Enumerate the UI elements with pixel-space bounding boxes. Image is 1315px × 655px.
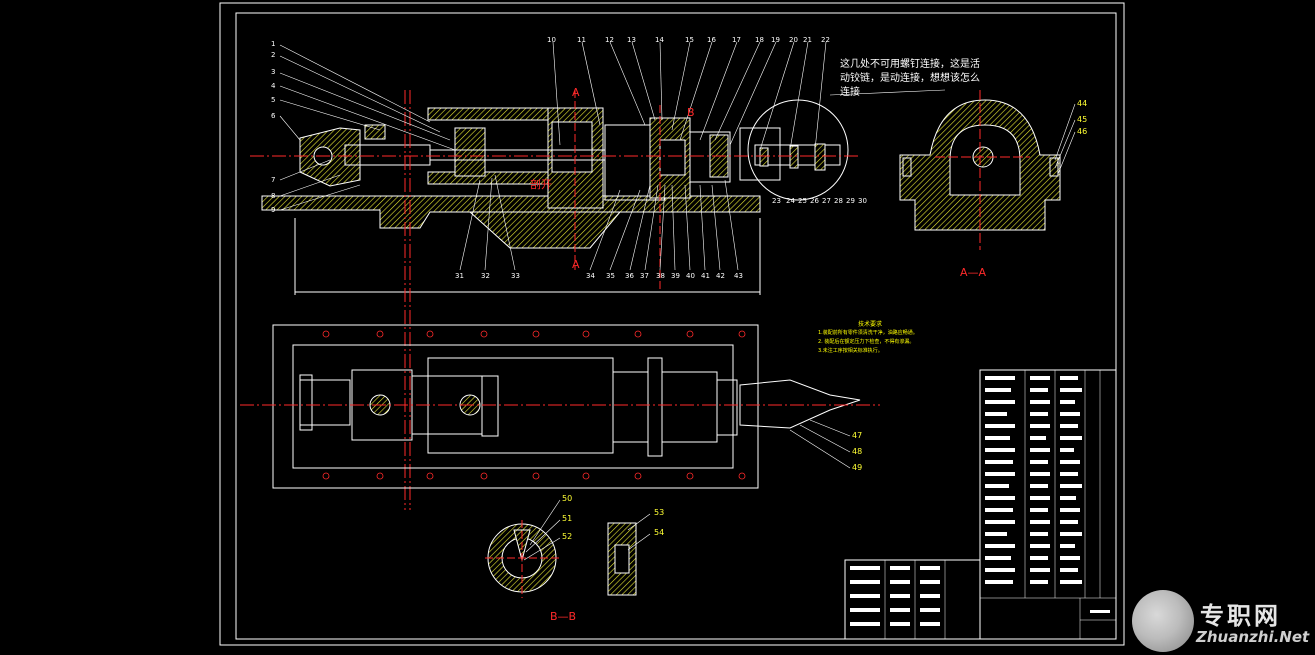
section-bb-label: B—B xyxy=(550,610,577,623)
tech-req-line: 1.装配前所有零件须清洗干净，油路应畅通。 xyxy=(818,330,918,336)
part-number: 41 xyxy=(701,272,710,280)
part-number: 24 xyxy=(786,197,795,205)
part-number: 33 xyxy=(511,272,520,280)
section-aa-view xyxy=(899,90,1076,250)
part-number: 20 xyxy=(789,36,798,44)
part-number: 16 xyxy=(707,36,716,44)
part-number: 39 xyxy=(671,272,680,280)
part-number: 29 xyxy=(846,197,855,205)
part-number: 31 xyxy=(455,272,464,280)
part-number: 36 xyxy=(625,272,634,280)
part-number: 9 xyxy=(271,206,276,214)
section-mark-b-top: B xyxy=(687,106,695,119)
part-number: 23 xyxy=(772,197,781,205)
part-number: 2 xyxy=(271,51,276,59)
part-number: 37 xyxy=(640,272,649,280)
outer-border xyxy=(219,2,1125,646)
part-number: 48 xyxy=(852,447,863,456)
part-number: 7 xyxy=(271,176,276,184)
part-number: 25 xyxy=(798,197,807,205)
part-number: 3 xyxy=(271,68,276,76)
watermark-cn: 专职网 xyxy=(1200,601,1281,630)
part-number: 40 xyxy=(686,272,695,280)
technical-requirements: 技术要求 1.装配前所有零件须清洗干净，油路应畅通。 2. 装配后在额定压力下检… xyxy=(818,320,968,356)
watermark-en: Zhuanzhi.Net xyxy=(1196,628,1310,646)
tech-req-line: 2. 装配后在额定压力下检查，不得有渗漏。 xyxy=(818,339,915,345)
part-number: 30 xyxy=(858,197,867,205)
section-mark-a-top: A xyxy=(572,86,580,99)
part-number: 46 xyxy=(1077,127,1088,136)
part-number: 28 xyxy=(834,197,843,205)
part-number: 45 xyxy=(1077,115,1088,124)
part-number: 14 xyxy=(655,36,664,44)
plan-view xyxy=(240,324,880,489)
watermark-logo-icon xyxy=(1132,590,1194,652)
part-number: 11 xyxy=(577,36,586,44)
part-number: 42 xyxy=(716,272,725,280)
part-number: 19 xyxy=(771,36,780,44)
part-number: 51 xyxy=(562,514,573,523)
part-number: 5 xyxy=(271,96,276,104)
part-number: 54 xyxy=(654,528,665,537)
part-number: 22 xyxy=(821,36,830,44)
part-number: 18 xyxy=(755,36,764,44)
tech-req-line: 3.未注工序按相关标准执行。 xyxy=(818,348,883,354)
part-number: 43 xyxy=(734,272,743,280)
part-number: 1 xyxy=(271,40,276,48)
section-mark-a-bottom: A xyxy=(572,258,580,271)
link-part-view xyxy=(607,513,651,596)
cut-label: 剖开 xyxy=(530,178,552,191)
part-number: 47 xyxy=(852,431,863,440)
part-number: 27 xyxy=(822,197,831,205)
part-number: 52 xyxy=(562,532,573,541)
part-number: 50 xyxy=(562,494,573,503)
section-aa-label: A—A xyxy=(960,266,987,279)
part-number: 32 xyxy=(481,272,490,280)
part-number: 49 xyxy=(852,463,863,472)
part-number: 4 xyxy=(271,82,276,90)
tech-req-title: 技术要求 xyxy=(858,321,883,328)
part-number: 38 xyxy=(656,272,665,280)
part-number: 10 xyxy=(547,36,556,44)
part-number: 21 xyxy=(803,36,812,44)
part-number: 44 xyxy=(1077,99,1088,108)
section-bb-view xyxy=(485,499,561,598)
part-number: 15 xyxy=(685,36,694,44)
part-number: 53 xyxy=(654,508,665,517)
part-number: 12 xyxy=(605,36,614,44)
part-number: 13 xyxy=(627,36,636,44)
part-number: 6 xyxy=(271,112,276,120)
design-annotation: 这几处不可用螺钉连接，这是活动铰链，是动连接，想想该怎么连接 xyxy=(840,59,980,98)
part-number: 35 xyxy=(606,272,615,280)
main-section-view xyxy=(250,41,946,510)
title-block xyxy=(844,369,1117,640)
part-number: 26 xyxy=(810,197,819,205)
part-number: 34 xyxy=(586,272,595,280)
part-number: 17 xyxy=(732,36,741,44)
inner-border xyxy=(235,12,1117,640)
part-number: 8 xyxy=(271,192,276,200)
